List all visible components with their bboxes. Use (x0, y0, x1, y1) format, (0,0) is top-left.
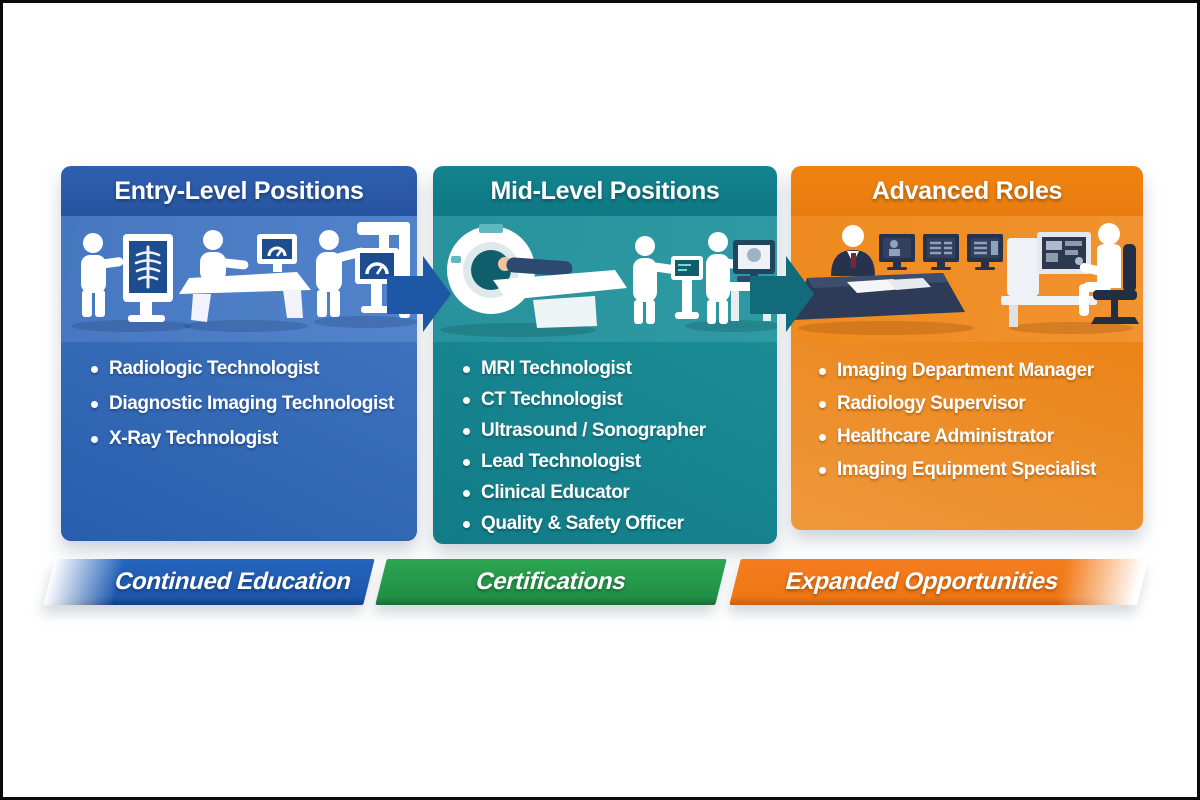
role-item: CT Technologist (463, 387, 769, 413)
bullet-icon (463, 521, 470, 528)
role-item: Diagnostic Imaging Technologist (91, 391, 409, 417)
role-item: Imaging Department Manager (819, 358, 1135, 384)
bullet-icon (819, 467, 826, 474)
console-tech-scene-icon (633, 236, 703, 324)
bullet-icon (463, 397, 470, 404)
bullet-icon (463, 428, 470, 435)
panel-title-entry-level: Entry-Level Positions (61, 166, 417, 216)
mid-level-role-list: MRI Technologist CT Technologist Ultraso… (433, 342, 777, 544)
entry-level-role-list: Radiologic Technologist Diagnostic Imagi… (61, 342, 417, 541)
role-item: Lead Technologist (463, 449, 769, 475)
panel-advanced-roles: Advanced Roles (791, 166, 1143, 530)
bullet-icon (91, 436, 98, 443)
entry-level-illustration-band (61, 216, 417, 342)
bullet-icon (819, 434, 826, 441)
ribbon-label: Continued Education (111, 568, 355, 595)
ribbon-segment-continued-education: Continued Education (43, 559, 375, 605)
panel-title-mid-level: Mid-Level Positions (433, 166, 777, 216)
panel-title-advanced-roles: Advanced Roles (791, 166, 1143, 216)
mid-level-illustration-band (433, 216, 777, 342)
ribbon-segment-expanded-opportunities: Expanded Opportunities (729, 559, 1149, 605)
advanced-role-list: Imaging Department Manager Radiology Sup… (791, 342, 1143, 530)
role-item: Imaging Equipment Specialist (819, 457, 1135, 483)
ribbon-segment-certifications: Certifications (375, 559, 727, 605)
bullet-icon (463, 366, 470, 373)
ribbon-label: Expanded Opportunities (782, 568, 1062, 595)
bullet-icon (463, 459, 470, 466)
role-item: Radiology Supervisor (819, 391, 1135, 417)
bullet-icon (819, 401, 826, 408)
bullet-icon (463, 490, 470, 497)
equipment-workstation-scene-icon (1001, 223, 1139, 327)
role-item: X-Ray Technologist (91, 426, 409, 452)
ribbon-label: Certifications (473, 568, 630, 595)
bullet-icon (91, 366, 98, 373)
manager-desk-scene-icon (793, 223, 1139, 335)
bullet-icon (819, 368, 826, 375)
role-item: MRI Technologist (463, 356, 769, 382)
mri-scanner-scene-icon (440, 224, 777, 337)
bullet-icon (91, 401, 98, 408)
advanced-roles-illustration-band (791, 216, 1143, 342)
panel-entry-level: Entry-Level Positions (61, 166, 417, 541)
role-item: Clinical Educator (463, 480, 769, 506)
role-item: Quality & Safety Officer (463, 511, 769, 537)
panel-mid-level: Mid-Level Positions (433, 166, 777, 544)
flow-arrow-icon (387, 256, 451, 332)
xray-viewer-scene-icon (71, 222, 417, 332)
role-item: Radiologic Technologist (91, 356, 409, 382)
flow-arrow-icon (750, 256, 814, 332)
role-item: Ultrasound / Sonographer (463, 418, 769, 444)
workstation-tech-scene-icon (706, 232, 777, 324)
role-item: Healthcare Administrator (819, 424, 1135, 450)
